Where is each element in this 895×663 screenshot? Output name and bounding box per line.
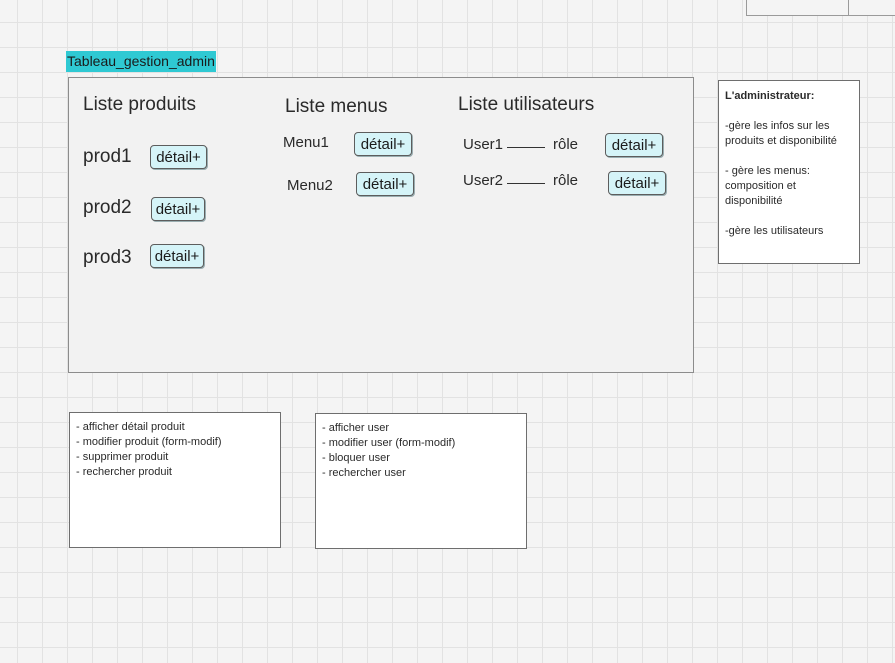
product-item-label: prod3 [83, 247, 132, 268]
partial-frame-top-right [746, 0, 895, 16]
administrator-note-paragraph: -gère les utilisateurs [725, 225, 824, 237]
user-action-item: - modifier user (form-modif) [322, 437, 456, 449]
frame-title-label[interactable]: Tableau_gestion_admin [66, 51, 216, 72]
product-item-label: prod2 [83, 197, 132, 218]
user-action-item: - rechercher user [322, 467, 406, 479]
product-1-detail-button[interactable]: détail+ [150, 145, 207, 169]
user-1-detail-button[interactable]: détail+ [605, 133, 663, 157]
user-role-label: rôle [553, 136, 579, 153]
user-2-detail-button[interactable]: détail+ [608, 171, 666, 195]
admin-dashboard-frame[interactable] [68, 77, 694, 373]
menu-item-label: Menu1 [283, 134, 329, 151]
user-role-label: rôle [553, 172, 579, 189]
product-action-item: - afficher détail produit [76, 421, 185, 433]
menu-2-detail-button[interactable]: détail+ [356, 172, 414, 196]
product-action-item: - rechercher produit [76, 466, 172, 478]
products-list-heading: Liste produits [83, 94, 197, 115]
user-row: User1 rôle [463, 136, 578, 153]
user-action-item: - bloquer user [322, 452, 390, 464]
product-item-label: prod1 [83, 146, 132, 167]
user-row: User2 rôle [463, 172, 578, 189]
administrator-note-title: L'administrateur: [725, 90, 815, 102]
menus-list-heading: Liste menus [285, 96, 388, 117]
product-3-detail-button[interactable]: détail+ [150, 244, 204, 268]
menu-item-label: Menu2 [287, 177, 333, 194]
role-blank-line [507, 147, 546, 148]
user-actions-note[interactable]: - afficher user - modifier user (form-mo… [315, 413, 527, 549]
product-actions-note[interactable]: - afficher détail produit - modifier pro… [69, 412, 281, 548]
administrator-note[interactable]: L'administrateur: -gère les infos sur le… [718, 80, 860, 264]
users-list-heading: Liste utilisateurs [458, 94, 595, 115]
role-blank-line [507, 183, 546, 184]
partial-frame-divider [848, 0, 849, 15]
user-item-label: User1 [463, 136, 504, 153]
product-2-detail-button[interactable]: détail+ [151, 197, 205, 221]
menu-1-detail-button[interactable]: détail+ [354, 132, 412, 156]
administrator-note-paragraph: - gère les menus: composition et disponi… [725, 165, 810, 207]
product-action-item: - supprimer produit [76, 451, 169, 463]
product-action-item: - modifier produit (form-modif) [76, 436, 222, 448]
user-item-label: User2 [463, 172, 504, 189]
user-action-item: - afficher user [322, 422, 390, 434]
administrator-note-paragraph: -gère les infos sur les produits et disp… [725, 120, 837, 147]
